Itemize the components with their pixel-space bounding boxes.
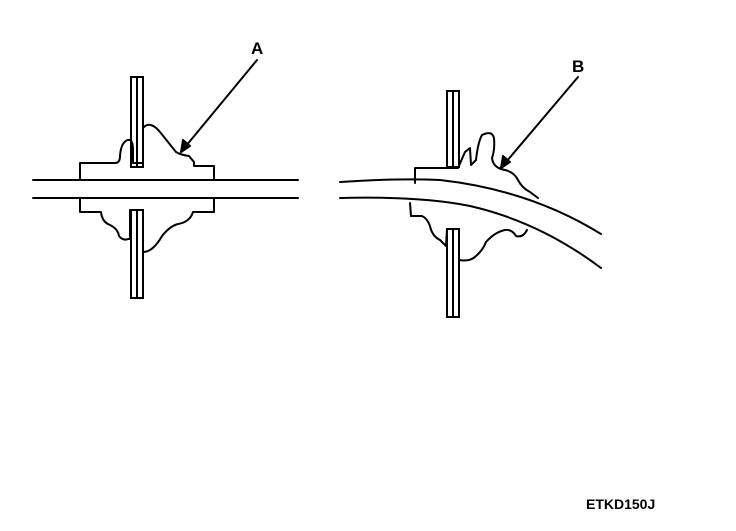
grommet-upper-left	[79, 123, 215, 181]
leader-b-line	[500, 76, 579, 169]
leader-a-line	[180, 59, 258, 153]
harness-bent-top	[339, 178, 602, 235]
figure-code: ETKD150J	[586, 496, 656, 512]
leader-b-arrowhead	[500, 155, 511, 169]
label-a: A	[251, 39, 264, 58]
harness-bent-bottom	[339, 196, 602, 269]
grommet-upper-right	[414, 132, 539, 199]
label-b: B	[572, 57, 585, 76]
grommet-incorrect	[339, 76, 602, 318]
grommet-lower-left	[79, 197, 215, 253]
leader-a-arrowhead	[180, 139, 191, 153]
grommet-correct	[32, 59, 299, 299]
grommet-lower-right	[409, 202, 528, 262]
